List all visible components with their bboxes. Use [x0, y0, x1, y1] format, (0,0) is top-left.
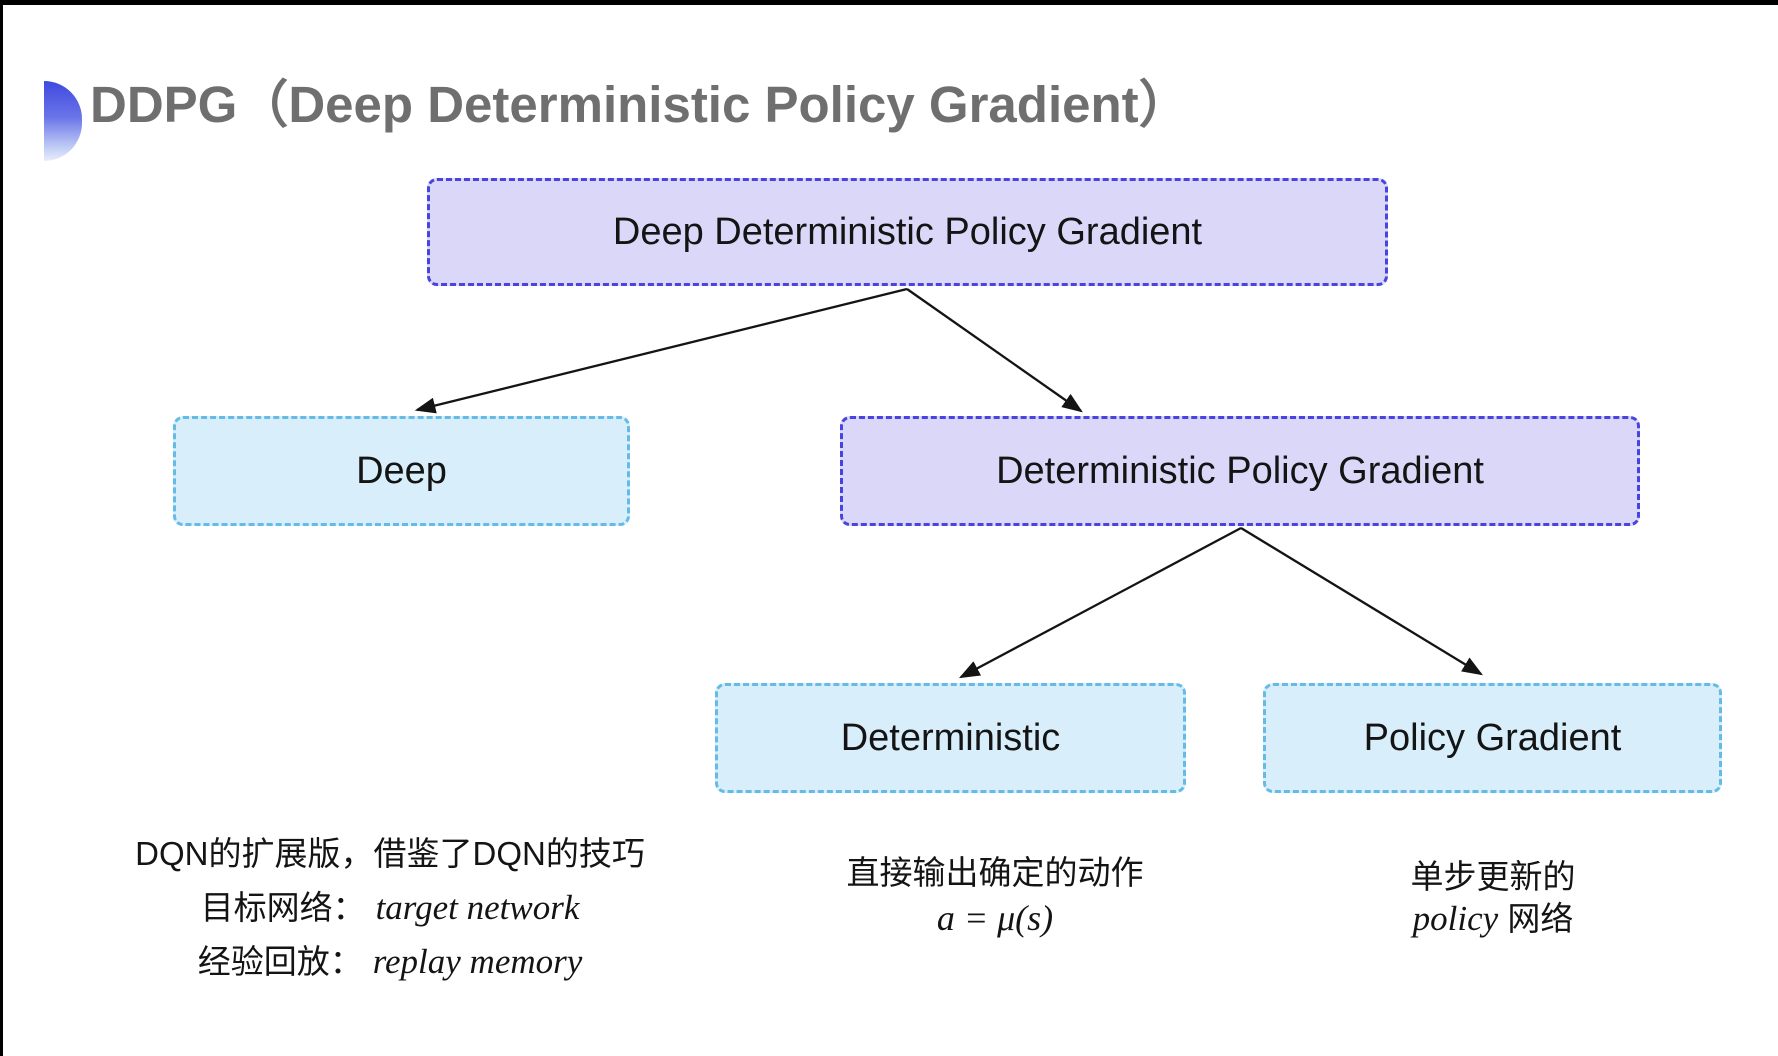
note-deterministic-action: 直接输出确定的动作 a = μ(s) [795, 851, 1195, 941]
tree-node-deep-label: Deep [356, 449, 447, 492]
note-dqn-line1: DQN的扩展版，借鉴了DQN的技巧 [135, 835, 645, 872]
note-dqn-line3-term: replay memory [372, 942, 583, 981]
arrow-dpg-to-deterministic [958, 526, 1242, 679]
tree-node-policy-gradient: Policy Gradient [1263, 683, 1722, 793]
tree-node-deterministic: Deterministic [715, 683, 1186, 793]
arrow-dpg-to-policy-gradient [1240, 527, 1483, 676]
arrow-root-to-dpg [906, 288, 1083, 413]
tree-node-deterministic-policy-gradient: Deterministic Policy Gradient [840, 416, 1640, 526]
note-policy-line1: 单步更新的 [1410, 858, 1576, 895]
tree-node-policy-gradient-label: Policy Gradient [1363, 716, 1622, 759]
note-dqn-extension: DQN的扩展版，借鉴了DQN的技巧 目标网络：target network 经验… [90, 827, 690, 989]
note-dqn-line3: 经验回放：replay memory [90, 935, 690, 989]
tree-node-deep: Deep [173, 416, 630, 526]
note-policy-line2: policy 网络 [1293, 898, 1693, 940]
frame-top-edge [0, 0, 1778, 5]
note-dqn-line3-label: 经验回放： [197, 943, 363, 980]
note-deterministic-line1: 直接输出确定的动作 [846, 854, 1144, 891]
note-policy-line2-term: policy [1412, 899, 1499, 938]
note-dqn-line2-term: target network [375, 888, 580, 927]
note-policy-line2-suffix: 网络 [1498, 900, 1574, 937]
note-policy-network: 单步更新的 policy 网络 [1293, 856, 1693, 940]
arrow-root-to-deep [414, 287, 908, 414]
tree-node-root: Deep Deterministic Policy Gradient [427, 178, 1388, 286]
tree-node-root-label: Deep Deterministic Policy Gradient [612, 210, 1203, 253]
frame-left-edge [0, 0, 3, 1056]
note-dqn-line2-label: 目标网络： [200, 889, 366, 926]
tree-node-deterministic-label: Deterministic [840, 716, 1061, 759]
note-dqn-line2: 目标网络：target network [90, 881, 690, 935]
note-deterministic-formula: a = μ(s) [936, 898, 1054, 938]
title-bullet-icon [44, 81, 82, 161]
tree-node-dpg-label: Deterministic Policy Gradient [996, 449, 1484, 492]
page-title: DDPG（Deep Deterministic Policy Gradient） [90, 76, 1190, 133]
